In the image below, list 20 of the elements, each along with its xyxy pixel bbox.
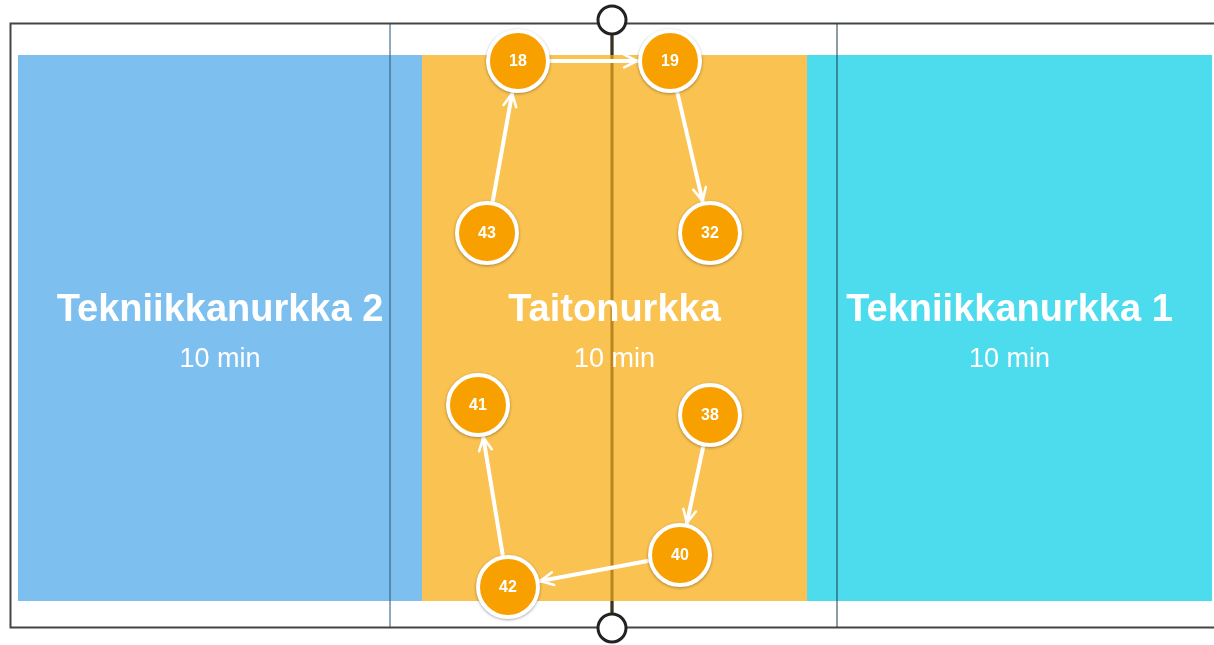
zone-title: Taitonurkka [507,287,722,330]
arrow [477,435,505,557]
arrow [549,53,639,69]
zone-title: Tekniikkanurkka 2 [55,287,385,330]
station-number: 32 [678,201,742,265]
court-zone [422,55,807,601]
arrow [675,91,708,203]
court-zone [18,55,422,601]
station-number: 41 [446,373,510,437]
duration-label: 10 min [967,343,1051,374]
duration-label: 10 min [178,343,262,374]
arrow [682,445,706,525]
zone-title: Tekniikkanurkka 1 [845,287,1174,330]
station-number: 38 [678,383,742,447]
court-zone [807,55,1212,601]
station-number: 40 [648,523,712,587]
duration-label: 10 min [572,343,656,374]
arrow [538,559,650,587]
arrow [490,91,518,203]
station-number: 43 [455,201,519,265]
